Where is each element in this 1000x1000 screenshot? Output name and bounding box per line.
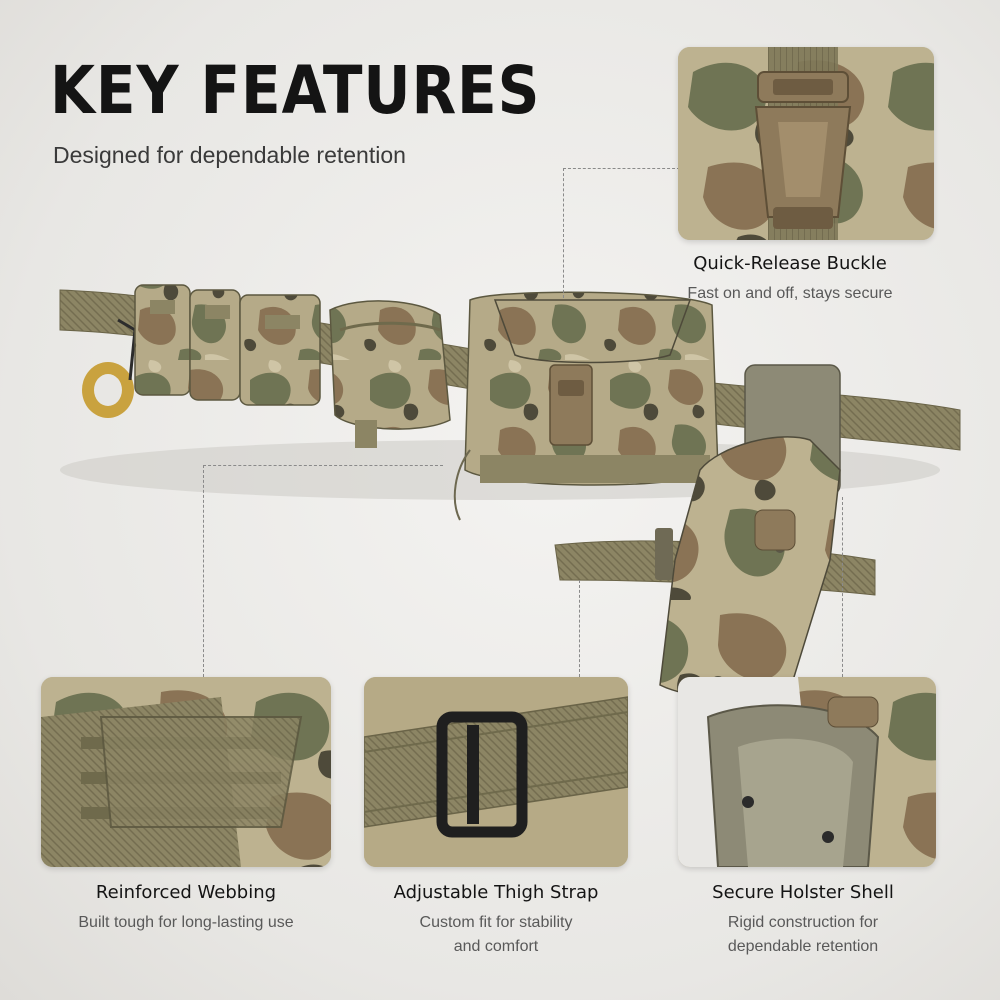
strap-detail-image: [364, 677, 628, 867]
admin-pouch: [453, 291, 719, 521]
leader-line-buckle: [563, 168, 564, 298]
magazine-pouches: [134, 284, 321, 406]
leader-line-webbing-h: [203, 465, 443, 466]
page-subtitle: Designed for dependable retention: [53, 142, 406, 168]
feature-holster-desc: Rigid construction for dependable retent…: [643, 911, 963, 959]
feature-strap-desc-line-2: and comfort: [453, 938, 539, 955]
leader-line-holster: [842, 497, 843, 677]
feature-holster-desc-line-1: Rigid construction for: [727, 914, 879, 931]
feature-strap-title: Adjustable Thigh Strap: [393, 882, 599, 903]
leader-line-webbing: [203, 465, 204, 677]
feature-buckle-desc: Fast on and off, stays secure: [687, 285, 893, 302]
feature-holster: Secure Holster Shell Rigid construction …: [643, 882, 963, 959]
feature-webbing: Reinforced Webbing Built tough for long-…: [26, 882, 346, 935]
feature-buckle: Quick-Release Buckle Fast on and off, st…: [630, 253, 950, 306]
feature-buckle-title: Quick-Release Buckle: [693, 253, 887, 274]
buckle-detail-image: [678, 47, 934, 240]
feature-strap: Adjustable Thigh Strap Custom fit for st…: [336, 882, 656, 959]
feature-holster-desc-line-2: dependable retention: [727, 938, 879, 955]
leader-line-strap: [579, 580, 580, 677]
feature-holster-title: Secure Holster Shell: [712, 882, 894, 903]
holster: [659, 436, 841, 700]
feature-webbing-title: Reinforced Webbing: [95, 882, 277, 903]
webbing-detail-image: [41, 677, 331, 867]
holster-detail-image: [678, 677, 936, 867]
feature-webbing-desc: Built tough for long-lasting use: [78, 914, 294, 931]
feature-strap-desc-line-1: Custom fit for stability: [419, 914, 573, 931]
tape-roll: [82, 318, 137, 418]
page-title: KEY FEATURES: [50, 52, 541, 129]
leader-line-buckle-h: [563, 168, 680, 169]
roll-pouch: [329, 300, 451, 448]
feature-strap-desc: Custom fit for stability and comfort: [336, 911, 656, 959]
belt-rig-illustration: [59, 284, 961, 700]
